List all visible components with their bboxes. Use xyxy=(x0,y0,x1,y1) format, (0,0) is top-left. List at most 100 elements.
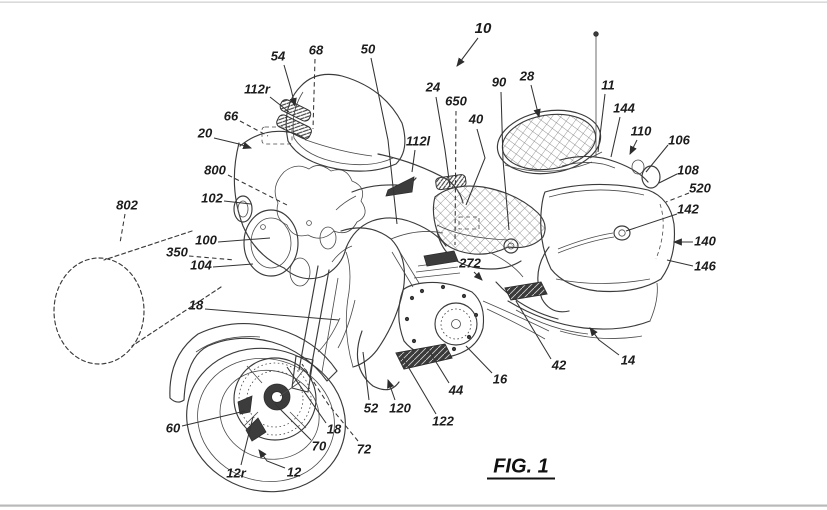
ref-label-44: 44 xyxy=(448,382,464,397)
leader-72 xyxy=(301,363,359,442)
front-wheel xyxy=(186,347,346,493)
leader-54 xyxy=(283,64,297,108)
ref-label-122: 122 xyxy=(432,413,454,428)
leader-11 xyxy=(597,93,606,153)
ref-label-18: 18 xyxy=(189,297,204,312)
leader-14 xyxy=(589,327,620,356)
ref-label-54: 54 xyxy=(271,48,286,63)
leader-106 xyxy=(645,144,669,173)
ref-label-66: 66 xyxy=(224,108,239,123)
leader-28 xyxy=(530,84,541,119)
ref-label-144: 144 xyxy=(613,100,635,115)
figure-caption-group: FIG. 1 xyxy=(487,455,555,480)
beam-projection-ellipse xyxy=(53,230,222,365)
scan-line-top xyxy=(0,1,827,3)
ref-label-146: 146 xyxy=(694,258,716,273)
leader-lines xyxy=(119,37,694,469)
leader-112r xyxy=(269,96,290,113)
ref-label-24: 24 xyxy=(425,79,441,94)
leader-520 xyxy=(665,192,690,203)
floorboard-right xyxy=(504,281,548,301)
exhaust-pipes xyxy=(482,300,550,340)
ref-label-112r: 112r xyxy=(244,81,271,96)
luggage-rack xyxy=(496,109,602,175)
ref-label-106: 106 xyxy=(668,132,690,147)
ref-label-28: 28 xyxy=(519,68,535,83)
ref-label-52: 52 xyxy=(364,400,379,415)
leader-24 xyxy=(435,96,451,188)
ref-label-112l: 112l xyxy=(406,133,431,148)
ref-label-108: 108 xyxy=(677,162,699,177)
ref-label-50: 50 xyxy=(361,41,376,56)
handlebar xyxy=(335,174,467,211)
ref-label-110: 110 xyxy=(631,123,652,138)
leader-60 xyxy=(181,410,246,427)
ref-label-350: 350 xyxy=(166,244,188,259)
leader-68 xyxy=(312,58,316,130)
leader-144 xyxy=(610,116,621,158)
leader-120 xyxy=(387,379,396,401)
ref-label-42: 42 xyxy=(551,357,567,372)
scan-line-bottom xyxy=(0,504,827,507)
ref-label-12: 12 xyxy=(287,464,302,479)
leader-802 xyxy=(119,213,126,244)
engine xyxy=(391,248,524,358)
leader-50 xyxy=(370,57,398,225)
ref-label-104: 104 xyxy=(190,257,212,272)
ref-label-70: 70 xyxy=(312,438,327,453)
leader-40 xyxy=(465,128,486,206)
leader-104 xyxy=(212,263,254,268)
leader-90 xyxy=(500,91,510,231)
leader-146 xyxy=(666,259,694,267)
figure-caption: FIG. 1 xyxy=(493,455,549,477)
ref-label-10: 10 xyxy=(475,20,492,37)
ref-label-68: 68 xyxy=(309,42,324,57)
leader-20 xyxy=(213,137,252,149)
ref-label-120: 120 xyxy=(389,400,411,415)
leader-12 xyxy=(258,449,286,469)
leader-800 xyxy=(227,174,288,206)
ref-label-60: 60 xyxy=(166,420,181,435)
leader-12r xyxy=(240,416,254,466)
leader-102 xyxy=(223,200,252,205)
leader-52 xyxy=(362,351,370,401)
rear-fender xyxy=(495,281,658,339)
leader-110 xyxy=(629,139,638,155)
ref-label-14: 14 xyxy=(621,352,636,367)
ref-label-650: 650 xyxy=(445,93,467,108)
seat xyxy=(432,185,546,270)
ref-label-90: 90 xyxy=(492,74,507,89)
ref-label-102: 102 xyxy=(201,190,223,205)
leader-42 xyxy=(515,300,552,360)
ref-label-142: 142 xyxy=(677,201,699,216)
turn-signal-stack xyxy=(261,99,312,145)
leader-16 xyxy=(465,345,493,374)
floorboard-left xyxy=(395,343,453,370)
leader-100 xyxy=(217,237,271,243)
ref-label-12r: 12r xyxy=(226,465,246,480)
leader-142 xyxy=(625,213,678,232)
leader-70 xyxy=(274,403,312,441)
leader-66 xyxy=(239,120,269,137)
ref-label-100: 100 xyxy=(195,232,217,247)
headlight xyxy=(233,195,299,277)
ref-label-272: 272 xyxy=(458,255,481,270)
ref-label-20: 20 xyxy=(197,125,213,140)
leader-112l xyxy=(411,149,416,173)
leader-18 xyxy=(286,366,327,424)
leader-44 xyxy=(427,348,450,384)
ref-label-520: 520 xyxy=(689,180,711,195)
front-fork xyxy=(279,245,353,397)
ref-label-40: 40 xyxy=(468,111,484,126)
ref-label-72: 72 xyxy=(357,441,372,456)
ref-label-11: 11 xyxy=(601,77,615,92)
leader-10 xyxy=(456,37,479,67)
leader-122 xyxy=(402,357,437,415)
antenna xyxy=(589,31,603,159)
lower-cowl xyxy=(317,299,356,353)
saddlebag xyxy=(540,183,676,293)
leader-18 xyxy=(204,308,340,321)
